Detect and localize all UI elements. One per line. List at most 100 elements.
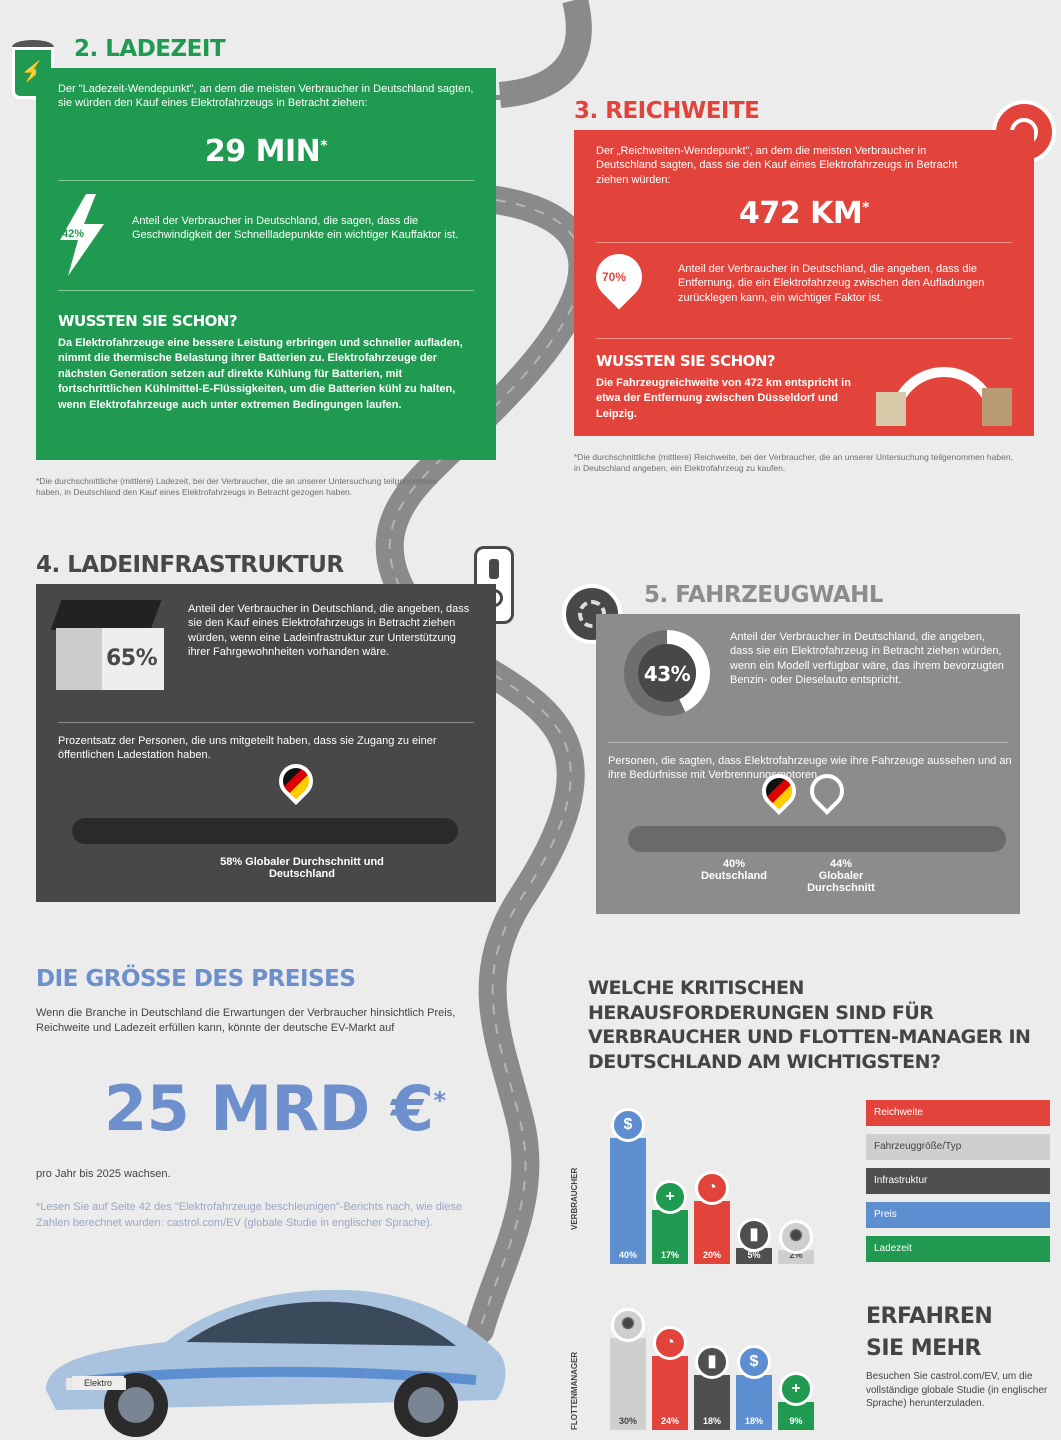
wahl-glob-name: Globaler Durchschnitt xyxy=(807,870,875,894)
chart-bar-icon: ✺ xyxy=(779,1220,813,1254)
verbraucher-axis-label: VERBRAUCHER xyxy=(570,1167,579,1230)
divider xyxy=(58,180,474,181)
challenges-title: WELCHE KRITISCHEN HERAUSFORDERUNGEN SIND… xyxy=(588,977,1031,1074)
reichweite-panel: Der „Reichweiten-Wendepunkt", an dem die… xyxy=(574,130,1034,436)
chart-bar-icon: + xyxy=(779,1372,813,1407)
chart-bar xyxy=(652,1356,688,1430)
lightning-icon: 42% xyxy=(56,194,108,276)
chart-bar-label: 9% xyxy=(789,1416,803,1426)
chart-bar xyxy=(778,1250,814,1264)
mehr-title-2: SIE MEHR xyxy=(866,1336,982,1361)
chart-bar-icon: ◔ xyxy=(695,1171,729,1205)
reichweite-value: 472 KM* xyxy=(574,196,1034,231)
ladezeit-stat-text: Anteil der Verbraucher in Deutschland, d… xyxy=(132,215,459,242)
chart-bar xyxy=(778,1402,814,1430)
ladezeit-star: * xyxy=(320,138,328,154)
chart-bar xyxy=(610,1138,646,1264)
chart-bar xyxy=(694,1201,730,1264)
reichweite-title: 3. REICHWEITE xyxy=(574,98,760,124)
ladezeit-footnote: *Die durchschnittliche (mittlere) Ladeze… xyxy=(36,476,438,498)
divider xyxy=(58,290,474,291)
wahl-glob-pct: 44% xyxy=(829,858,853,870)
chart-bar-label: 18% xyxy=(702,1416,721,1426)
chart-bar xyxy=(694,1374,730,1430)
global-pin-icon xyxy=(803,766,852,824)
location-pin-icon: 70% xyxy=(586,244,652,324)
infra-access-text: Prozentsatz der Personen, die uns mitget… xyxy=(58,735,437,762)
preis-intro: Wenn die Branche in Deutschland die Erwa… xyxy=(36,1007,456,1035)
legend-item: Fahrzeuggröße/Typ xyxy=(866,1134,1050,1160)
chart-bar-icon: + xyxy=(653,1180,687,1215)
chart-bar-label: 18% xyxy=(744,1416,763,1426)
ladezeit-did-text: Da Elektrofahrzeuge eine bessere Leistun… xyxy=(58,337,463,411)
preis-note: *Lesen Sie auf Seite 42 des "Elektrofahr… xyxy=(36,1201,463,1229)
car-plate: Elektro xyxy=(72,1376,124,1390)
legend-item: Preis xyxy=(866,1202,1050,1228)
divider xyxy=(58,722,474,723)
wahl-glob-label: 44% Globaler Durchschnitt xyxy=(786,858,896,894)
wahl-donut: 43% xyxy=(622,628,712,718)
infra-progress-track xyxy=(72,756,458,844)
mehr-title-1: ERFAHREN xyxy=(866,1304,993,1329)
wahl-de-name: Deutschland xyxy=(700,870,767,882)
chart-bar-icon: $ xyxy=(737,1344,771,1379)
chart-bar xyxy=(736,1374,772,1430)
germany-pin-icon xyxy=(755,766,804,824)
flotten-axis-label: FLOTTENMANAGER xyxy=(570,1351,579,1430)
chart-bar-label: 24% xyxy=(660,1416,679,1426)
reichweite-stat-text: Anteil der Verbraucher in Deutschland, d… xyxy=(678,263,985,304)
reichweite-pct: 70% xyxy=(602,270,627,284)
wahl-pct: 43% xyxy=(643,662,691,686)
ladezeit-value-text: 29 MIN xyxy=(204,134,321,169)
ladezeit-did-title: WUSSTEN SIE SCHON? xyxy=(58,312,238,330)
chart-bar-icon: ▮ xyxy=(737,1218,771,1253)
wahl-progress-track xyxy=(628,766,1006,852)
wahl-de-pct: 40% xyxy=(722,858,746,870)
legend-item: Reichweite xyxy=(866,1100,1050,1126)
preis-after: pro Jahr bis 2025 wachsen. xyxy=(36,1168,171,1180)
reichweite-star: * xyxy=(862,200,869,216)
reichweite-did-text: Die Fahrzeugreichweite von 472 km entspr… xyxy=(596,377,851,420)
ladezeit-pct: 42% xyxy=(62,228,85,240)
chart-bar-icon: ◔ xyxy=(653,1326,687,1361)
infra-pct: 65% xyxy=(106,646,158,671)
cube-icon: 65% xyxy=(50,600,166,696)
ladezeit-value: 29 MIN* xyxy=(36,134,496,169)
divider xyxy=(608,742,1008,743)
ladezeit-intro: Der "Ladezeit-Wendepunkt", an dem die me… xyxy=(58,83,474,110)
chart-verbraucher: 40%$17%+20%◔5%▮2%✺ xyxy=(610,1100,820,1264)
chart-flotten: 30% ✺ 24% ◔ 18% ▮ 18% $9% + xyxy=(610,1300,820,1430)
chart-bar xyxy=(736,1248,772,1264)
reichweite-footnote: *Die durchschnittliche (mittlere) Reichw… xyxy=(574,452,1013,474)
chart-bar-icon: $ xyxy=(611,1108,645,1142)
chart-bar-label: 30% xyxy=(618,1416,637,1426)
preis-title: DIE GRÖSSE DES PREISES xyxy=(36,966,356,992)
reichweite-value-text: 472 KM xyxy=(739,196,863,231)
chart-bar-label: 2% xyxy=(789,1250,803,1260)
city-arc-illustration xyxy=(874,352,1014,428)
wahl-panel: 43% Anteil der Verbraucher in Deutschlan… xyxy=(596,614,1020,914)
legend-item: Ladezeit xyxy=(866,1236,1050,1262)
infra-panel: 65% Anteil der Verbraucher in Deutschlan… xyxy=(36,584,496,902)
infra-stat-text: Anteil der Verbraucher in Deutschland, d… xyxy=(188,603,470,658)
reichweite-did-title: WUSSTEN SIE SCHON? xyxy=(596,352,776,370)
ladezeit-panel: Der "Ladezeit-Wendepunkt", an dem die me… xyxy=(36,68,496,460)
chart-bar-label: 17% xyxy=(660,1250,679,1260)
infra-bar-label: 58% Globaler Durchschnitt und Deutschlan… xyxy=(220,856,384,880)
chart-bar-label: 20% xyxy=(702,1250,721,1260)
chart-bar-label: 40% xyxy=(618,1250,637,1260)
chart-bar-icon: ▮ xyxy=(695,1344,729,1379)
wahl-stat-text: Anteil der Verbraucher in Deutschland, d… xyxy=(730,631,1004,686)
preis-star: * xyxy=(433,1086,447,1115)
mehr-text: Besuchen Sie castrol.com/EV, um die voll… xyxy=(866,1371,1048,1409)
reichweite-intro: Der „Reichweiten-Wendepunkt", an dem die… xyxy=(596,145,958,186)
germany-pin-icon xyxy=(271,756,320,814)
chart-bar xyxy=(610,1338,646,1430)
preis-value-text: 25 MRD € xyxy=(104,1072,434,1145)
chart-bar-icon: ✺ xyxy=(611,1308,645,1342)
divider xyxy=(596,242,1012,243)
chart-bar xyxy=(652,1210,688,1264)
ladezeit-title: 2. LADEZEIT xyxy=(74,36,226,62)
wahl-donut-arc xyxy=(666,630,710,712)
car-illustration xyxy=(46,1289,506,1437)
